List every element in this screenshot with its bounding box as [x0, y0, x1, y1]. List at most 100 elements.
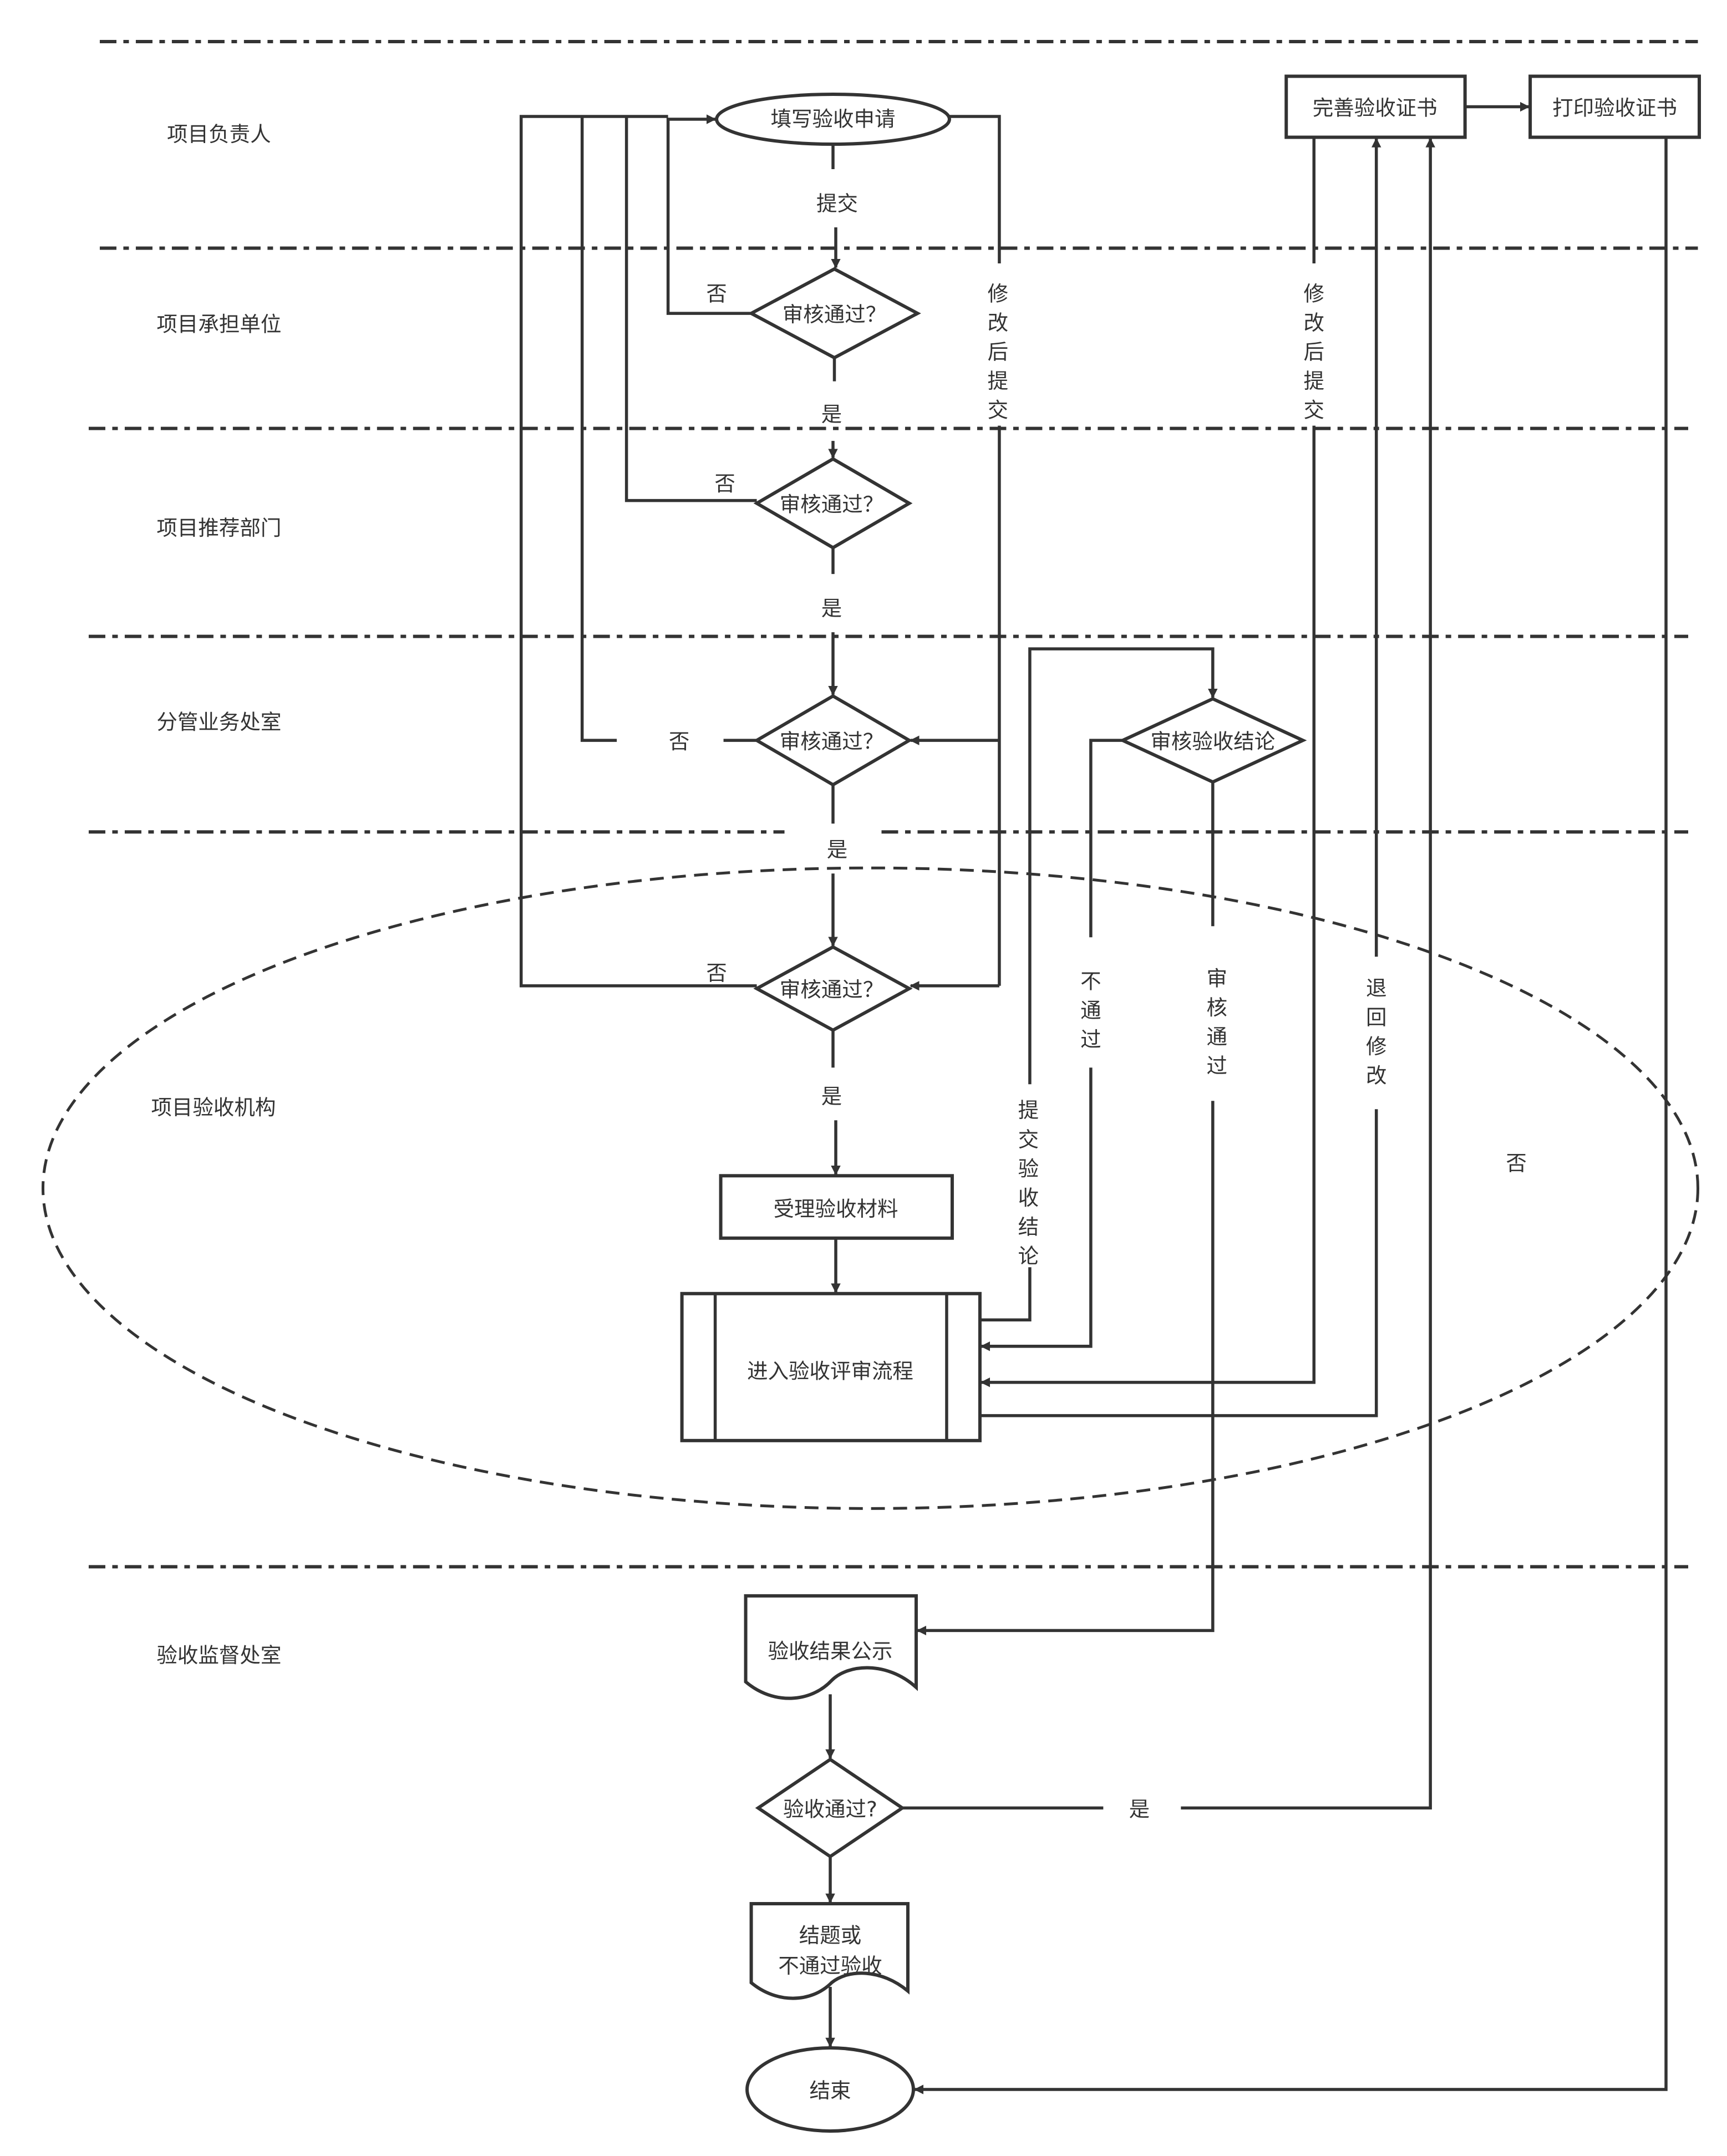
node-start[interactable]: 填写验收申请 — [715, 93, 951, 146]
connector — [624, 116, 757, 502]
vertical-char: 过 — [1207, 1054, 1227, 1078]
node-close[interactable]: 结题或 不通过验收 — [749, 1901, 910, 2000]
vertical-char: 退 — [1366, 976, 1386, 1000]
lane-label: 验收监督处室 — [156, 1643, 281, 1667]
node-label: 受理验收材料 — [774, 1197, 898, 1221]
node-label: 不通过验收 — [778, 1954, 882, 1978]
decision-diamond — [753, 694, 913, 787]
vertical-char: 改 — [1366, 1064, 1386, 1088]
connector — [916, 1101, 1215, 1636]
connector — [666, 114, 751, 315]
lane-label: 分管业务处室 — [156, 710, 281, 734]
start-ellipse — [715, 93, 951, 146]
node-label: 打印验收证书 — [1552, 96, 1677, 120]
end-ellipse — [745, 2046, 915, 2133]
node-label: 验收通过? — [783, 1797, 877, 1821]
connector — [1089, 739, 1123, 938]
node-review1[interactable]: 审核通过？ — [748, 267, 921, 360]
node-review2[interactable]: 审核通过？ — [753, 457, 913, 550]
node-label: 结题或 — [799, 1923, 861, 1947]
lane-label: 项目验收机构 — [151, 1095, 276, 1120]
vertical-char: 提 — [1303, 369, 1324, 393]
edge-label-no: 否 — [714, 471, 735, 496]
connectors — [519, 101, 1668, 2094]
vertical-char: 后 — [1303, 340, 1324, 364]
vertical-char: 不 — [1080, 969, 1101, 994]
vertical-char: 交 — [988, 398, 1008, 423]
edge-label-review-pass: 审 核 通 过 — [1207, 967, 1227, 1079]
node-passed[interactable]: 验收通过? — [755, 1757, 906, 1859]
vertical-char: 交 — [1303, 398, 1324, 423]
connector — [913, 137, 1668, 2094]
edge-label-no: 否 — [669, 729, 689, 754]
edge-label-yes: 是 — [827, 837, 847, 862]
connector — [519, 115, 757, 988]
vertical-char: 修 — [1303, 282, 1324, 306]
edge-label-yes: 是 — [821, 1084, 842, 1108]
vertical-char: 提 — [1018, 1098, 1039, 1122]
vertical-char: 结 — [1018, 1214, 1039, 1239]
decision-diamond — [753, 945, 913, 1033]
vertical-char: 核 — [1207, 995, 1227, 1020]
node-improve-cert[interactable]: 完善验收证书 — [1284, 74, 1467, 139]
connector — [980, 425, 1315, 1387]
node-conclusion[interactable]: 审核验收结论 — [1119, 696, 1307, 784]
node-label: 进入验收评审流程 — [747, 1359, 913, 1383]
node-print-cert[interactable]: 打印验收证书 — [1528, 74, 1701, 139]
edge-label-submit-conclusion: 提 交 验 收 结 论 — [1018, 1098, 1039, 1268]
node-label: 结束 — [810, 2078, 851, 2103]
node-label: 完善验收证书 — [1313, 96, 1438, 120]
edge-label-resubmit-2: 修 改 后 提 交 — [1303, 282, 1324, 423]
node-publicity[interactable]: 验收结果公示 — [744, 1594, 918, 1700]
node-label: 审核通过？ — [780, 729, 883, 754]
decision-diamond — [1119, 696, 1307, 784]
vertical-char: 过 — [1080, 1028, 1101, 1052]
edge-labels: 提交 否 是 否 是 否 是 否 是 否 是 修 改 后 提 交 修 改 后 提… — [669, 191, 1527, 1821]
edge-label-no: 否 — [706, 961, 727, 985]
node-label: 审核通过？ — [780, 492, 883, 517]
lane-label: 项目推荐部门 — [156, 516, 281, 540]
decision-diamond — [753, 457, 913, 550]
decision-diamond — [748, 267, 921, 360]
node-review3[interactable]: 审核通过？ — [753, 694, 913, 787]
document-shape — [744, 1594, 918, 1700]
vertical-char: 提 — [988, 369, 1008, 393]
decision-diamond — [755, 1757, 906, 1859]
connector — [979, 1267, 1032, 1322]
vertical-char: 回 — [1366, 1005, 1386, 1030]
vertical-char: 审 — [1207, 967, 1227, 991]
node-end[interactable]: 结束 — [745, 2046, 915, 2133]
node-label: 审核通过？ — [780, 978, 883, 1002]
vertical-char: 修 — [988, 282, 1008, 306]
node-label: 审核验收结论 — [1150, 729, 1275, 754]
lane-labels: 项目负责人 项目承担单位 项目推荐部门 分管业务处室 项目验收机构 验收监督处室 — [151, 122, 281, 1667]
edge-label-return-modify: 退 回 修 改 — [1366, 976, 1386, 1088]
edge-label-not-pass: 不 通 过 — [1080, 969, 1101, 1052]
vertical-char: 验 — [1018, 1156, 1039, 1181]
vertical-char: 通 — [1207, 1025, 1227, 1049]
lane-label: 项目负责人 — [167, 122, 271, 146]
vertical-char: 交 — [1018, 1127, 1039, 1152]
node-accept[interactable]: 受理验收材料 — [719, 1174, 954, 1240]
edge-label-submit: 提交 — [816, 191, 858, 216]
node-label: 审核通过？ — [783, 302, 886, 327]
connector — [580, 116, 617, 742]
document-shape — [749, 1901, 910, 2000]
node-evaluate[interactable]: 进入验收评审流程 — [680, 1291, 982, 1442]
process-box — [719, 1174, 954, 1240]
connector — [979, 1109, 1378, 1417]
edge-label-no: 否 — [706, 282, 727, 306]
connector — [1028, 647, 1218, 1085]
edge-label-yes: 是 — [821, 596, 842, 621]
connector — [980, 1067, 1093, 1351]
acceptance-agency-boundary — [41, 866, 1700, 1510]
subprocess-box — [680, 1291, 982, 1442]
vertical-char: 通 — [1080, 998, 1101, 1023]
connector — [1181, 138, 1435, 1810]
node-review4[interactable]: 审核通过？ — [753, 945, 913, 1033]
edge-label-no: 否 — [1506, 1151, 1526, 1175]
connector — [949, 115, 1001, 264]
node-label: 填写验收申请 — [771, 107, 896, 131]
vertical-char: 改 — [1303, 311, 1324, 335]
